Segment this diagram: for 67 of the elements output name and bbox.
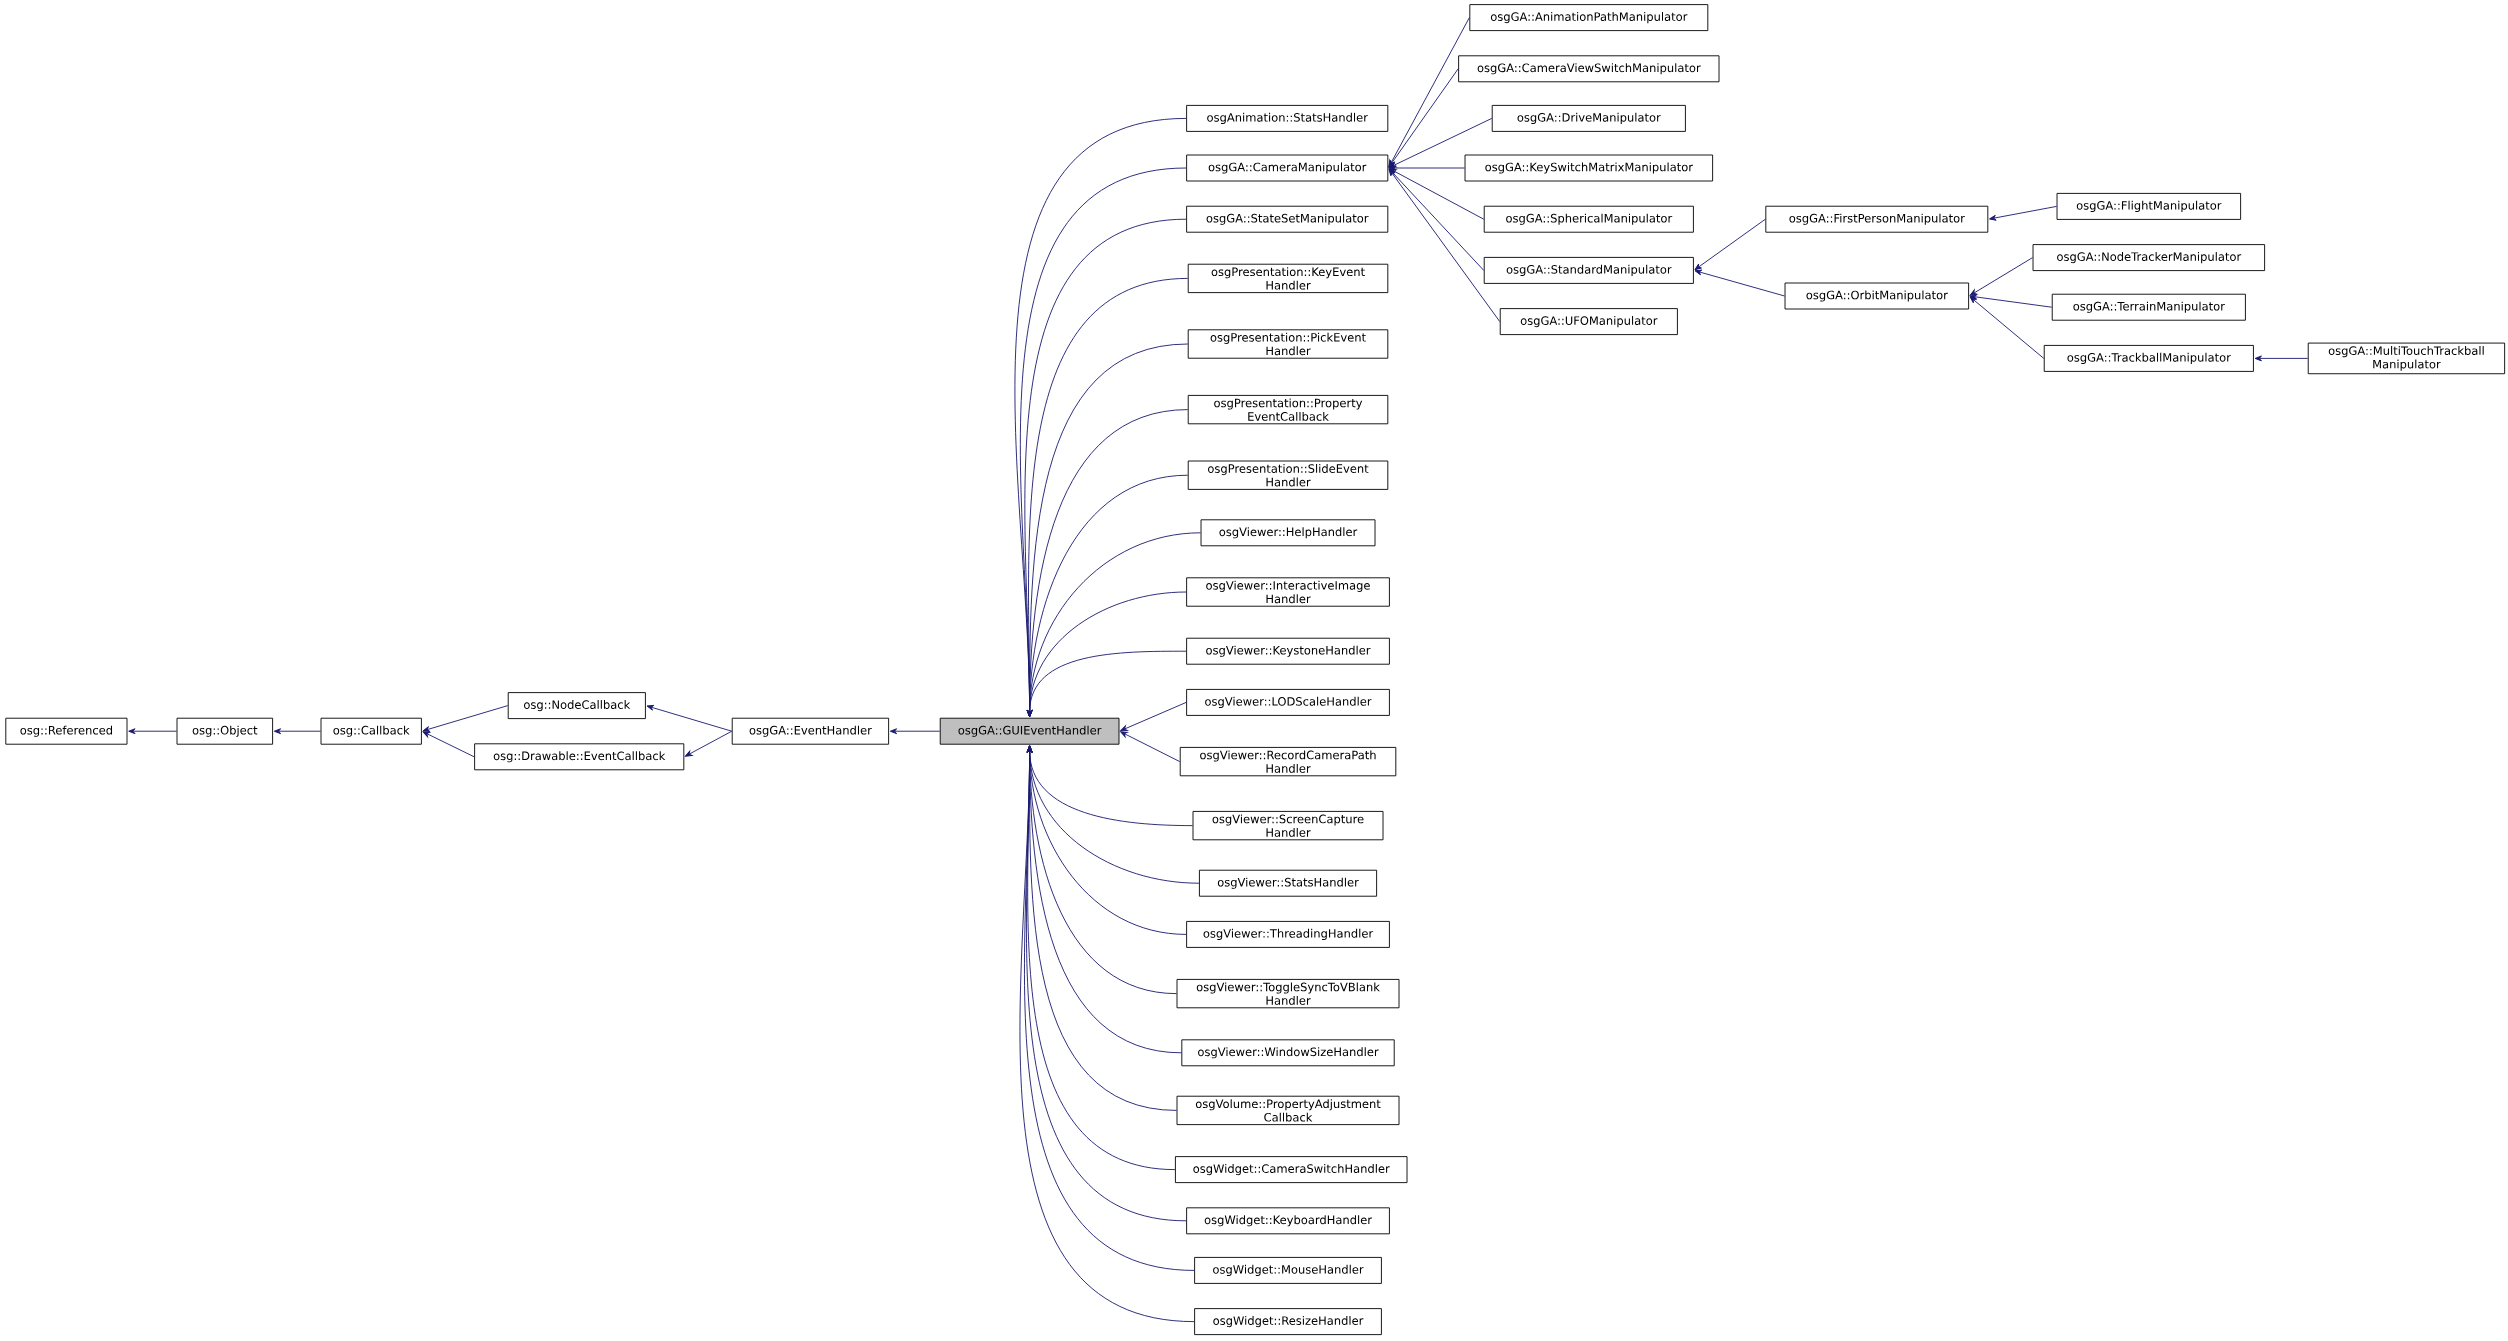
class-box: osgViewer::ToggleSyncToVBlank Handler <box>1176 979 1400 1009</box>
class-box: osgViewer::ThreadingHandler <box>1186 921 1390 948</box>
class-box: osg::NodeCallback <box>507 692 646 720</box>
class-box: osgViewer::KeystoneHandler <box>1186 637 1390 665</box>
class-box: osgViewer::RecordCameraPath Handler <box>1179 747 1397 777</box>
arrow <box>684 730 733 757</box>
class-box: osg::Object <box>176 717 274 745</box>
arrow <box>1694 269 1785 297</box>
class-box: osg::Referenced <box>5 717 128 745</box>
class-box: osgGA::TrackballManipulator <box>2043 345 2254 372</box>
arrow <box>1388 168 1501 323</box>
class-box: osgViewer::ScreenCapture Handler <box>1192 811 1384 841</box>
class-box: osgGA::DriveManipulator <box>1491 105 1686 132</box>
class-box: osgPresentation::KeyEvent Handler <box>1187 263 1389 294</box>
class-box: osgGA::GUIEventHandler <box>939 717 1120 745</box>
class-box: osgPresentation::PickEvent Handler <box>1187 329 1389 359</box>
arrow <box>1388 168 1485 220</box>
class-box: osgVolume::PropertyAdjustment Callback <box>1176 1095 1400 1126</box>
arrow <box>2254 355 2309 362</box>
class-box: osgGA::EventHandler <box>731 717 890 745</box>
class-box: osgGA::TerrainManipulator <box>2051 293 2246 321</box>
class-box: osgGA::UFOManipulator <box>1499 308 1678 336</box>
class-box: osgAnimation::StatsHandler <box>1186 105 1389 132</box>
arrow <box>1388 68 1459 168</box>
class-box: osgWidget::ResizeHandler <box>1194 1308 1382 1336</box>
arrow <box>1969 296 2045 359</box>
arrow <box>1969 257 2033 296</box>
arrow <box>422 705 509 732</box>
class-box: osgGA::StandardManipulator <box>1483 257 1694 284</box>
class-box: osgViewer::StatsHandler <box>1198 869 1378 897</box>
class-box: osgGA::OrbitManipulator <box>1784 282 1970 310</box>
arrow <box>1388 118 1493 168</box>
class-box: osgGA::StateSetManipulator <box>1186 205 1389 233</box>
class-box: osgWidget::KeyboardHandler <box>1186 1207 1390 1235</box>
class-box: osgViewer::WindowSizeHandler <box>1181 1039 1395 1067</box>
arrow <box>1120 731 1181 763</box>
class-box: osgGA::AnimationPathManipulator <box>1469 4 1709 32</box>
class-box: osgViewer::LODScaleHandler <box>1186 689 1390 716</box>
class-box: osgGA::CameraViewSwitchManipulator <box>1458 55 1720 83</box>
class-box: osgWidget::MouseHandler <box>1194 1257 1382 1284</box>
arrow <box>1388 17 1470 168</box>
class-box: osg::Drawable::EventCallback <box>474 743 685 771</box>
arrow <box>1694 218 1766 271</box>
class-box: osgPresentation::SlideEvent Handler <box>1187 460 1389 490</box>
class-box: osgGA::KeySwitchMatrixManipulator <box>1464 154 1714 182</box>
arrow <box>1969 294 2053 308</box>
class-box: osgGA::MultiTouchTrackball Manipulator <box>2307 342 2506 375</box>
arrow <box>128 728 177 735</box>
arrow <box>1389 165 1465 172</box>
class-box: osgGA::NodeTrackerManipulator <box>2032 244 2266 272</box>
arrow <box>646 705 733 732</box>
class-box: osgGA::SphericalManipulator <box>1483 205 1694 233</box>
arrow <box>273 728 321 735</box>
class-box: osgGA::FirstPersonManipulator <box>1765 205 1989 233</box>
arrow <box>1989 206 2057 221</box>
arrow <box>889 728 941 735</box>
class-box: osgWidget::CameraSwitchHandler <box>1174 1156 1408 1184</box>
arrow <box>1026 650 1187 718</box>
arrow <box>422 731 475 758</box>
class-box: osgPresentation::Property EventCallback <box>1187 395 1389 425</box>
class-box: osgGA::FlightManipulator <box>2056 193 2242 220</box>
class-box: osgGA::CameraManipulator <box>1186 154 1389 182</box>
class-box: osgViewer::InteractiveImage Handler <box>1186 577 1390 607</box>
arrow <box>1120 702 1187 732</box>
class-box: osgViewer::HelpHandler <box>1200 519 1376 547</box>
class-box: osg::Callback <box>320 717 422 745</box>
arrow <box>1388 168 1485 271</box>
